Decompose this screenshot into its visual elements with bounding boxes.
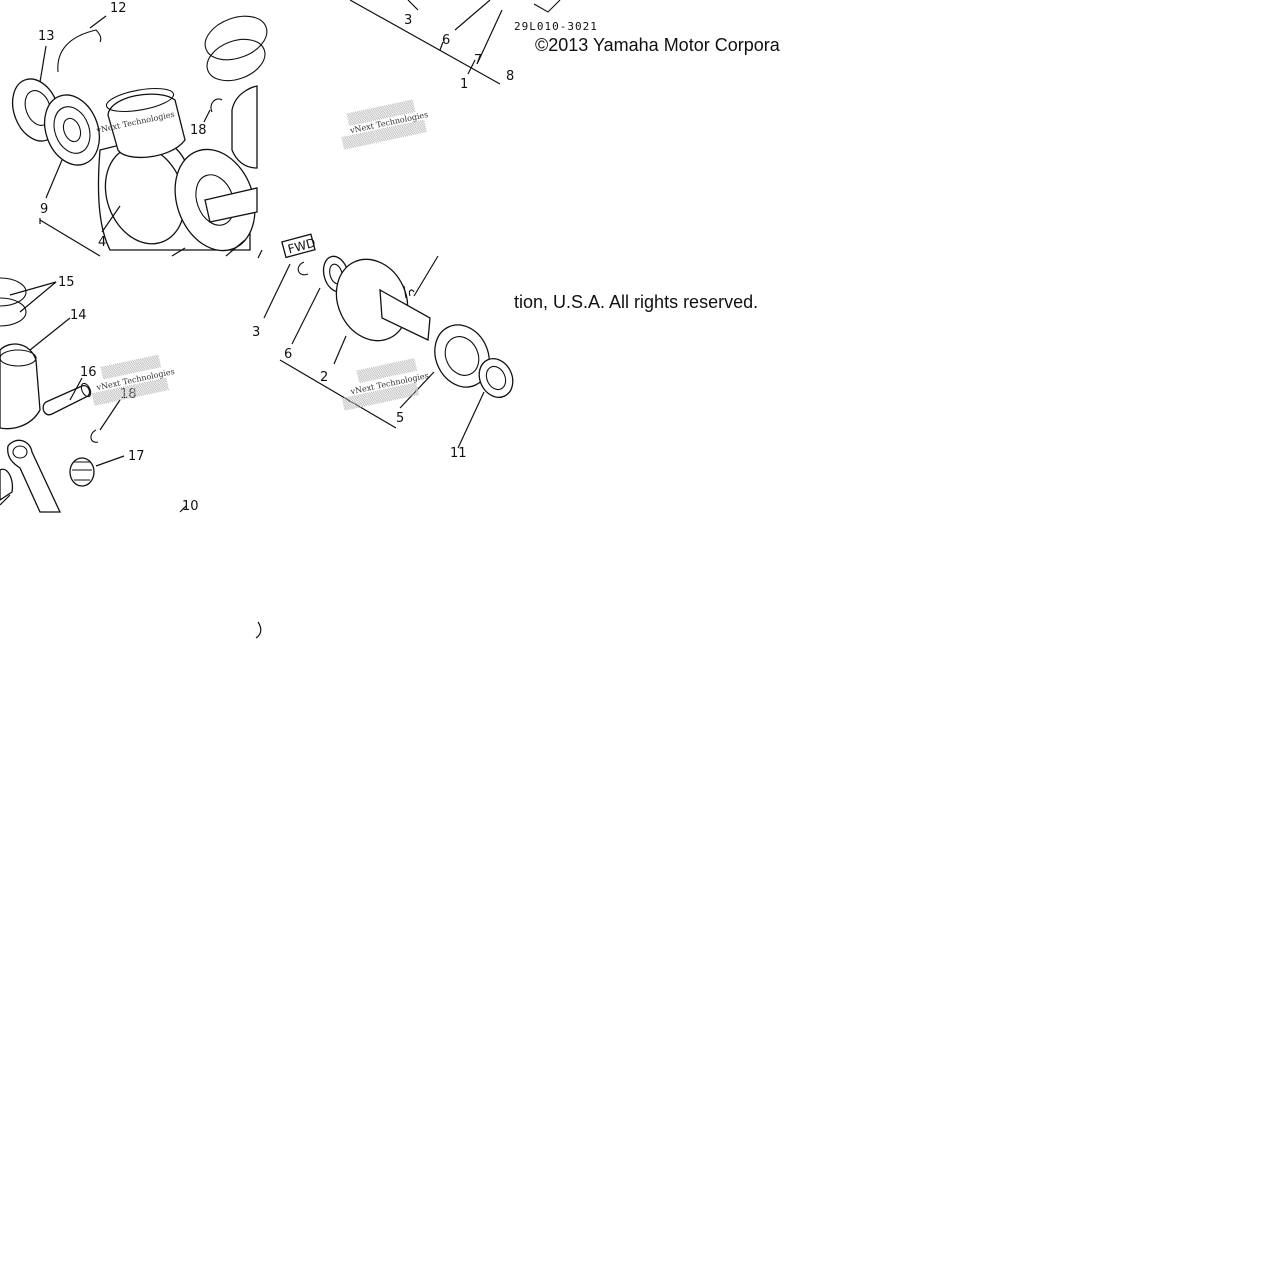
piston-14 (0, 343, 41, 430)
callout-1: 1 (460, 77, 468, 92)
callout-18: 18 (190, 123, 207, 138)
callout-3: 3 (252, 325, 260, 340)
tile-middle-left: 15 14 16 18 17 10 ▒▒▒▒▒▒▒ vNext Technolo… (0, 275, 199, 514)
bearing-5 (434, 324, 490, 388)
drawing-code: 29L010-3021 (514, 20, 598, 33)
callout-15: 15 (58, 275, 75, 290)
callout-18: 18 (120, 387, 137, 402)
needle-bearing-17 (69, 457, 95, 487)
callout-13: 13 (38, 29, 55, 44)
callout-7: 7 (474, 53, 482, 68)
piston-pin-16 (42, 385, 91, 416)
callout-3: 3 (404, 13, 412, 28)
tile-middle: FWD 3 6 2 5 11 tion, U.S.A. All rights r… (252, 233, 758, 639)
callout-16: 16 (80, 365, 97, 380)
callout-12: 12 (110, 1, 127, 16)
callout-4: 4 (98, 235, 106, 250)
callout-11: 11 (450, 446, 467, 461)
callout-6: 6 (442, 33, 450, 48)
tile-top-middle: 3 6 7 1 8 29L010-3021 ©2013 Yamaha Motor… (341, 0, 781, 150)
copyright-text-part1: ©2013 Yamaha Motor Corpora (535, 35, 781, 55)
piston-rings (204, 15, 268, 61)
callout-10: 10 (182, 499, 199, 514)
callout-17: 17 (128, 449, 145, 464)
oil-seal-11 (478, 358, 514, 398)
callout-9: 9 (40, 202, 48, 217)
bearing-9 (43, 94, 101, 166)
callout-6: 6 (284, 347, 292, 362)
tile-top-left: 12 13 9 4 18 vNext Technologies (11, 1, 268, 257)
piston-top (107, 93, 186, 159)
callout-2: 2 (320, 370, 328, 385)
snap-ring-12 (57, 29, 102, 73)
connecting-rod (7, 439, 62, 513)
callout-5: 5 (396, 411, 404, 426)
fwd-mark: FWD (281, 233, 317, 259)
callout-14: 14 (70, 308, 87, 323)
copyright-text-part2: tion, U.S.A. All rights reserved. (514, 292, 758, 312)
callout-8: 8 (506, 69, 514, 84)
